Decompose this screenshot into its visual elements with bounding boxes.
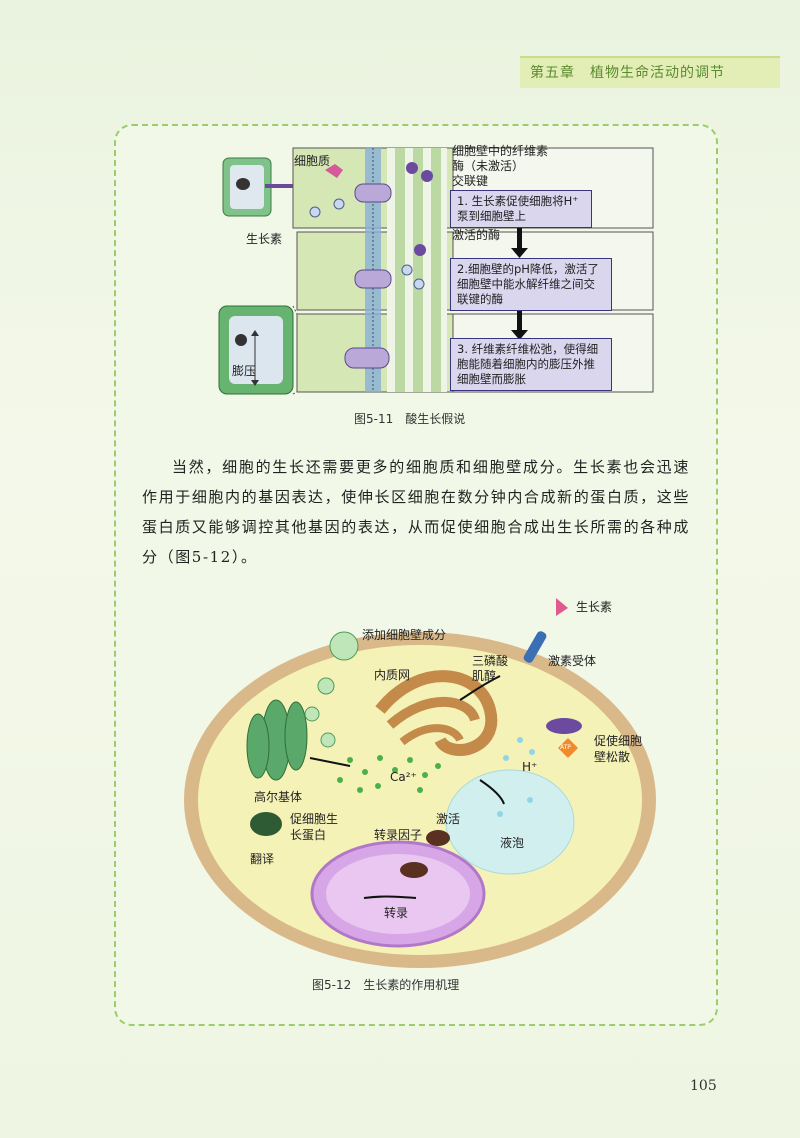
- fig511-step-1: 1. 生长素促使细胞将H⁺泵到细胞壁上: [450, 190, 592, 228]
- figure-5-12-caption: 图5-12 生长素的作用机理: [312, 978, 460, 992]
- fig512-label-auxin: 生长素: [576, 600, 613, 614]
- fig512-label-ip3-1: 三磷酸: [472, 654, 509, 668]
- chapter-title: 第五章 植物生命活动的调节: [530, 65, 725, 81]
- fig512-label-protein-1: 促细胞生: [290, 812, 339, 826]
- chapter-bar: [520, 56, 780, 88]
- fig511-label-enzyme-inactive: 酶（未激活）: [452, 159, 525, 173]
- fig512-label-atp: ATP: [560, 744, 571, 751]
- fig511-label-activated-enzyme: 激活的酶: [452, 228, 501, 242]
- fig511-label-cellulose: 细胞壁中的纤维素: [452, 144, 549, 158]
- fig512-label-loosen-2: 壁松散: [594, 750, 631, 764]
- fig512-label-protein-2: 长蛋白: [290, 828, 327, 842]
- fig512-label-hplus: H⁺: [522, 760, 538, 774]
- figure-5-12-diagram: [184, 598, 656, 968]
- fig511-label-cytoplasm: 细胞质: [294, 154, 331, 168]
- fig511-label-auxin: 生长素: [246, 232, 283, 246]
- fig512-label-ca: Ca²⁺: [390, 770, 417, 784]
- fig512-label-vacuole: 液泡: [500, 836, 525, 850]
- fig512-label-activate: 激活: [436, 812, 461, 826]
- page-number: 105: [690, 1078, 717, 1094]
- fig512-label-translate: 翻译: [250, 852, 275, 866]
- fig511-label-crosslink: 交联键: [452, 174, 489, 188]
- fig512-label-er: 内质网: [374, 668, 411, 682]
- fig511-label-swelling: 膨压: [232, 364, 257, 378]
- figure-5-11-caption: 图5-11 酸生长假说: [354, 412, 466, 426]
- body-paragraph-text: 当然，细胞的生长还需要更多的细胞质和细胞壁成分。生长素也会迅速作用于细胞内的基因…: [142, 458, 690, 566]
- fig512-label-ip3-2: 肌醇: [472, 669, 497, 683]
- fig511-step-2: 2.细胞壁的pH降低，激活了细胞壁中能水解纤维之间交联键的酶: [450, 258, 612, 311]
- fig512-label-receptor: 激素受体: [548, 654, 597, 668]
- fig512-label-add-wall: 添加细胞壁成分: [362, 628, 447, 642]
- body-paragraph: 当然，细胞的生长还需要更多的细胞质和细胞壁成分。生长素也会迅速作用于细胞内的基因…: [142, 452, 690, 572]
- fig512-label-golgi: 高尔基体: [254, 790, 303, 804]
- fig512-label-tf: 转录因子: [374, 828, 423, 842]
- fig511-step-3: 3. 纤维素纤维松弛，使得细胞能随着细胞内的膨压外推细胞壁而膨胀: [450, 338, 612, 391]
- fig512-label-transcribe: 转录: [384, 906, 409, 920]
- fig512-label-loosen-1: 促使细胞: [594, 734, 643, 748]
